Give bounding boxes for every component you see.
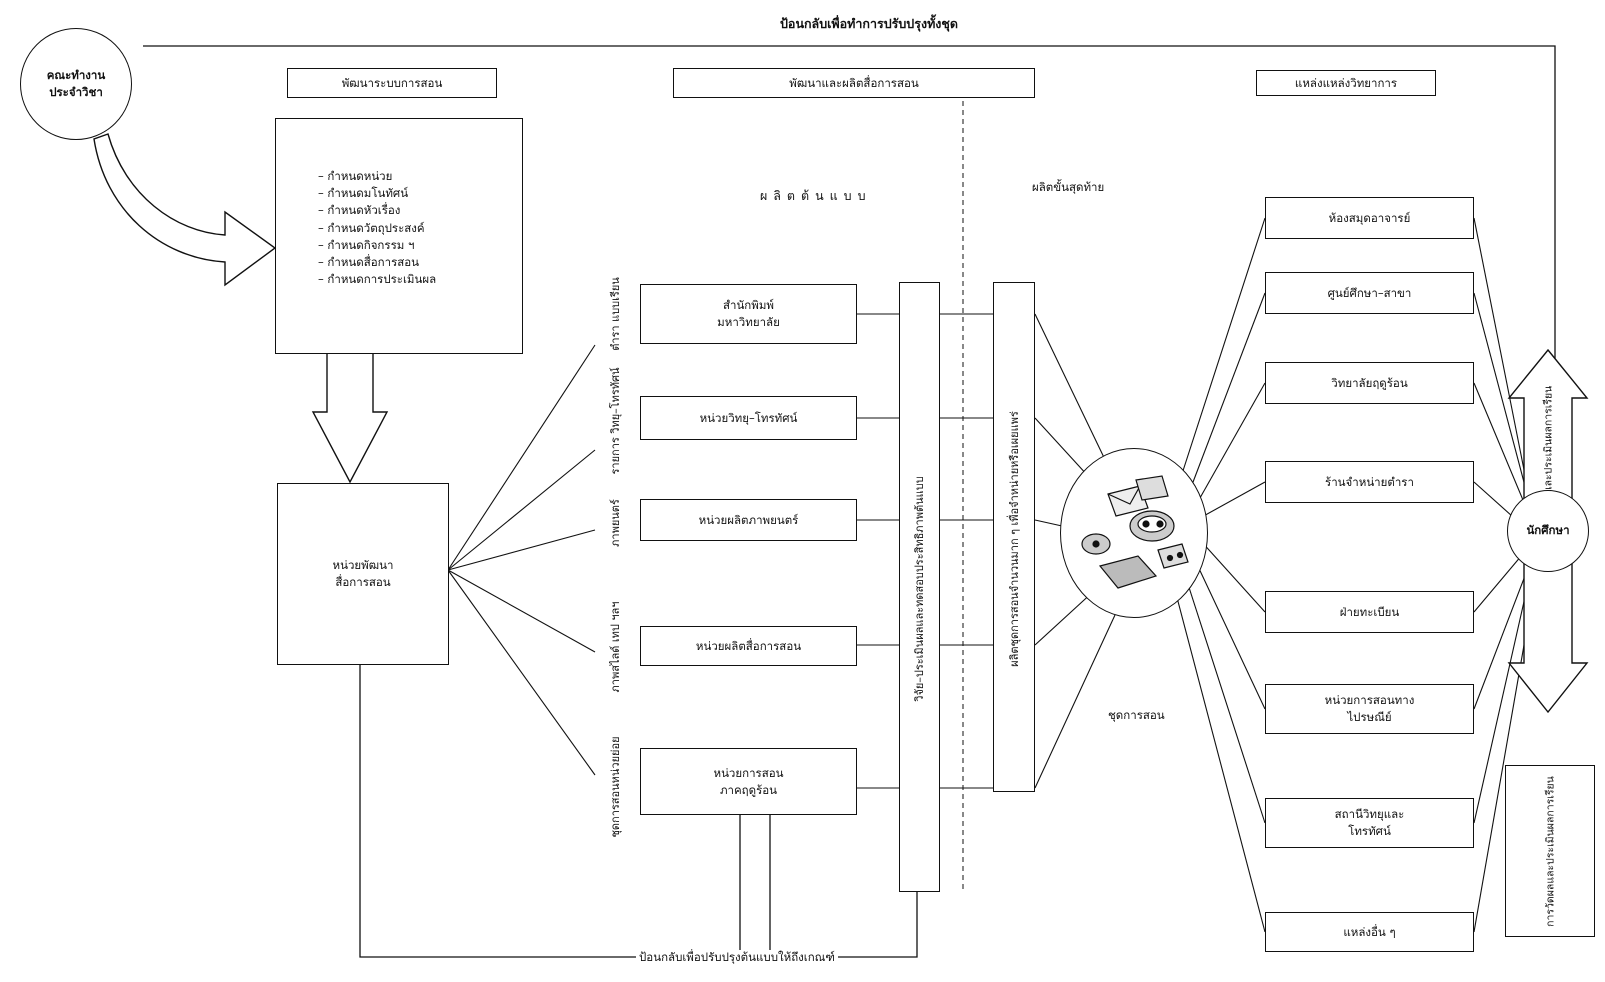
- evaluation-box-label: การวัดผลและประเมินผลการเรียน: [1544, 776, 1557, 927]
- mass-production-label: ผลิตชุดการสอนจำนวนมาก ๆ เพื่อจำหน่ายหรือ…: [1008, 411, 1021, 667]
- media-type-label: ภาพยนตร์: [609, 499, 622, 547]
- source-box-study-center: ศูนย์ศึกษา–สาขา: [1265, 272, 1474, 314]
- step-item: – กำหนดกิจกรรม ฯ: [318, 237, 415, 252]
- media-type-label: ภาพสไลด์ เทป ฯลฯ: [609, 601, 622, 693]
- producer-connectors: [857, 313, 993, 789]
- research-evaluation-bar: [899, 282, 940, 892]
- producer-box-summer-unit: หน่วยการสอน ภาคฤดูร้อน: [640, 748, 857, 815]
- producer-box-media-unit: หน่วยผลิตสื่อการสอน: [640, 626, 857, 666]
- step-item: – กำหนดหัวเรื่อง: [318, 203, 401, 218]
- fan-lines: [447, 344, 596, 776]
- evaluation-box: [1505, 765, 1595, 937]
- media-type-label: ชุดการสอนหน่วยย่อย: [609, 736, 622, 838]
- media-type-label: รายการ วิทยุ–โทรทัศน์: [609, 367, 622, 475]
- step-item: – กำหนดสื่อการสอน: [318, 255, 420, 270]
- mass-production-bar: [993, 282, 1035, 792]
- kit-to-sources-lines: [1174, 217, 1266, 933]
- source-box-radio-tv-station: สถานีวิทยุและ โทรทัศน์: [1265, 798, 1474, 848]
- source-box-bookstore: ร้านจำหน่ายตำรา: [1265, 461, 1474, 503]
- feedback-bottom-label: ป้อนกลับเพื่อปรับปรุงต้นแบบให้ถึงเกณฑ์: [636, 950, 838, 966]
- producer-box-radio-tv: หน่วยวิทยุ–โทรทัศน์: [640, 396, 857, 440]
- step-item: – กำหนดวัตถุประสงค์: [318, 220, 425, 235]
- source-box-correspondence: หน่วยการสอนทาง ไปรษณีย์: [1265, 684, 1474, 734]
- source-box-library: ห้องสมุดอาจารย์: [1265, 197, 1474, 239]
- step-item: – กำหนดมโนทัศน์: [318, 186, 409, 201]
- top-feedback-line: [143, 45, 1556, 360]
- research-evaluation-label: วิจัย–ประเมินผลและทดสอบประสิทธิภาพต้นแบบ: [913, 476, 926, 702]
- steps-box: [275, 118, 523, 354]
- feedback-top-label: ป้อนกลับเพื่อทำการปรับปรุงทั้งชุด: [780, 16, 959, 31]
- instructional-kit-circle: [1060, 448, 1208, 618]
- source-box-registrar: ฝ่ายทะเบียน: [1265, 591, 1474, 633]
- step-item: – กำหนดการประเมินผล: [318, 272, 437, 287]
- producer-box-film-unit: หน่วยผลิตภาพยนตร์: [640, 499, 857, 541]
- source-box-summer-college: วิทยาลัยฤดูร้อน: [1265, 362, 1474, 404]
- header-learning-sources: แหล่งแหล่งวิทยาการ: [1256, 70, 1436, 96]
- media-kit-icon: [1081, 475, 1189, 589]
- instructional-kit-label: ชุดการสอน: [1108, 708, 1165, 722]
- producer-box-university-press: สำนักพิมพ์ มหาวิทยาลัย: [640, 284, 857, 344]
- faculty-team-line-2: ประจำวิชา: [49, 85, 103, 99]
- steps-list: – กำหนดหน่วย – กำหนดมโนทัศน์ – กำหนดหัวเ…: [318, 168, 436, 288]
- media-development-unit-box: หน่วยพัฒนา สื่อการสอน: [277, 483, 449, 665]
- student-circle: นักศึกษา: [1507, 490, 1589, 572]
- header-develop-system: พัฒนาระบบการสอน: [287, 68, 497, 98]
- faculty-team-line-1: คณะทำงาน: [46, 67, 106, 82]
- header-develop-media: พัฒนาและผลิตสื่อการสอน: [673, 68, 1035, 98]
- prototype-label: ผ ลิ ต ต้ น แ บ บ: [760, 188, 867, 203]
- down-arrow-to-media-unit: [311, 351, 389, 484]
- media-type-label: ตำรา แบบเรียน: [609, 277, 622, 351]
- source-box-other: แหล่งอื่น ๆ: [1265, 912, 1474, 952]
- step-item: – กำหนดหน่วย: [318, 169, 393, 183]
- faculty-team-circle: คณะทำงาน ประจำวิชา: [20, 28, 132, 140]
- curved-arrow-to-steps: [93, 133, 277, 287]
- final-production-label: ผลิตขั้นสุดท้าย: [1032, 180, 1105, 194]
